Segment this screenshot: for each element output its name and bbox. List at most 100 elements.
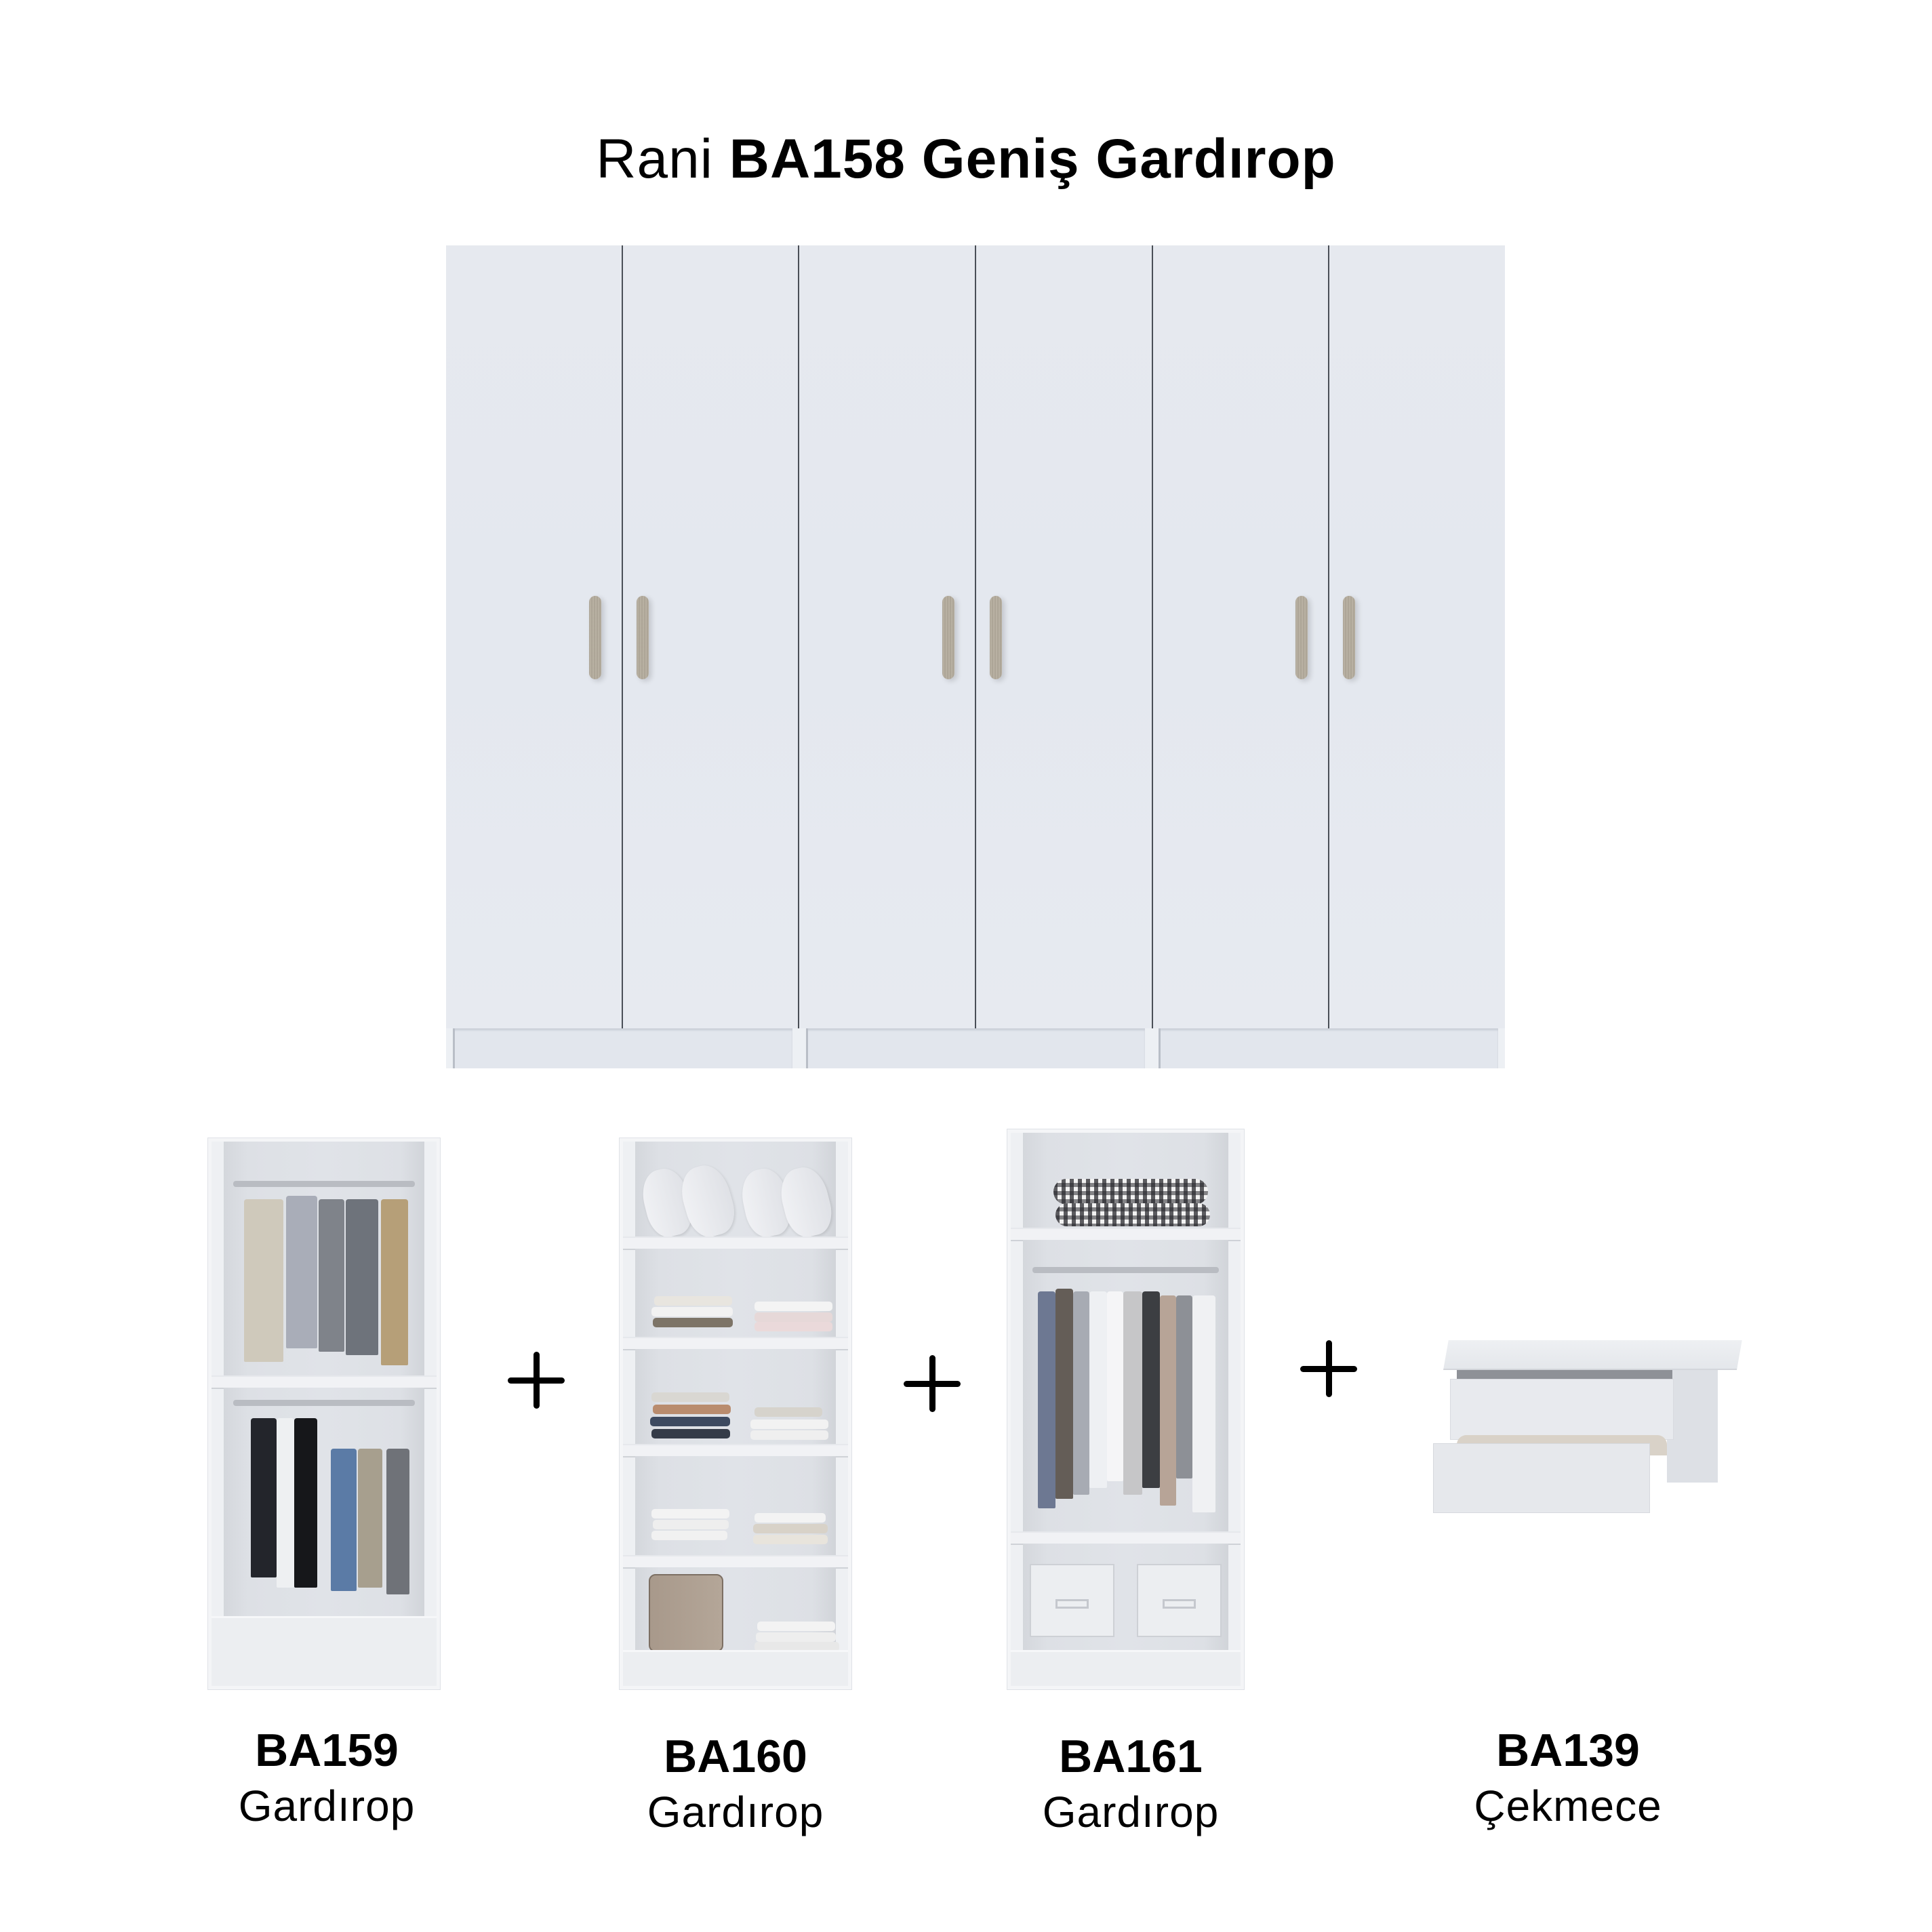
folded-clothes [651, 1509, 729, 1518]
compartment-4 [635, 1456, 836, 1555]
wardrobe-plinth [446, 1028, 1506, 1068]
label-ba159: BA159 Gardırop [191, 1723, 462, 1834]
compartment-2 [635, 1249, 836, 1337]
gingham-pillow [1053, 1179, 1208, 1205]
plinth-segment [799, 1028, 1152, 1068]
compartment-3 [635, 1349, 836, 1444]
garment [1073, 1291, 1089, 1495]
garment [277, 1418, 294, 1588]
storage-box [1030, 1564, 1114, 1637]
folded-clothes [750, 1430, 828, 1440]
bottom-shelf [212, 1616, 437, 1686]
label-ba161: BA161 Gardırop [995, 1729, 1266, 1840]
gingham-pillow [1055, 1203, 1210, 1226]
folded-clothes [754, 1322, 832, 1331]
door-handle-icon [1295, 596, 1308, 679]
garment [1176, 1295, 1192, 1478]
folded-clothes [754, 1407, 822, 1417]
folded-clothes [653, 1405, 731, 1414]
plus-icon [904, 1355, 961, 1412]
folded-clothes [753, 1535, 828, 1544]
wardrobe-door-4 [976, 245, 1153, 1028]
shelf [623, 1444, 848, 1457]
folded-clothes [654, 1296, 732, 1306]
top-compartment [1023, 1133, 1228, 1228]
garment [386, 1449, 409, 1594]
wardrobe-ba158-image [446, 245, 1506, 1068]
folded-clothes [653, 1520, 729, 1529]
garment [1123, 1291, 1142, 1495]
door-handle-icon [1343, 596, 1356, 679]
garment [251, 1418, 277, 1577]
plinth-segment [446, 1028, 799, 1068]
label-ba160: BA160 Gardırop [600, 1729, 871, 1840]
page-title: Rani BA158 Geniş Gardırop [0, 129, 1932, 190]
drawer-unit-top [1443, 1340, 1742, 1370]
product-code: BA160 [664, 1731, 807, 1782]
door-handle-icon [588, 596, 601, 679]
storage-box [1137, 1564, 1222, 1637]
garment [1192, 1295, 1215, 1512]
garment [244, 1199, 283, 1362]
product-code: BA159 [255, 1725, 399, 1776]
shelf [623, 1337, 848, 1350]
wardrobe-door-2 [622, 245, 800, 1028]
door-handle-icon [942, 596, 955, 679]
product-code: BA139 [1496, 1725, 1640, 1776]
garment [346, 1199, 378, 1355]
hanging-rod [233, 1181, 415, 1187]
product-type: Gardırop [238, 1782, 416, 1830]
plus-icon [508, 1352, 565, 1409]
folded-clothes [651, 1531, 727, 1540]
folded-clothes [757, 1622, 835, 1631]
garment [1089, 1291, 1107, 1488]
garment [381, 1199, 408, 1365]
product-type: Gardırop [1042, 1788, 1220, 1836]
door-handle-icon [636, 596, 649, 679]
folded-clothes [754, 1513, 826, 1523]
folded-clothes [754, 1642, 839, 1651]
title-prefix: Rani [596, 128, 713, 190]
door-handle-icon [990, 596, 1003, 679]
wardrobe-door-6 [1329, 245, 1506, 1028]
garment [319, 1199, 344, 1352]
garment [1142, 1291, 1160, 1488]
upper-compartment [224, 1142, 424, 1375]
garment [286, 1196, 317, 1348]
shelf [623, 1236, 848, 1250]
lower-compartment [224, 1388, 424, 1618]
module-ba160-image [620, 1138, 851, 1689]
folded-clothes [750, 1420, 828, 1429]
folded-clothes [756, 1632, 836, 1642]
shelf [623, 1555, 848, 1569]
hanging-rod [233, 1400, 415, 1406]
wardrobe-door-5 [1152, 245, 1330, 1028]
folded-clothes [650, 1417, 730, 1426]
bottom-plinth [1011, 1650, 1241, 1686]
wardrobe-doors [446, 245, 1506, 1028]
product-type: Gardırop [647, 1788, 824, 1836]
garment [1160, 1295, 1176, 1506]
plinth-segment [1152, 1028, 1506, 1068]
storage-bag [649, 1574, 723, 1652]
label-ba139: BA139 Çekmece [1432, 1723, 1704, 1834]
plus-icon [1300, 1340, 1357, 1397]
folded-clothes [651, 1429, 730, 1438]
folded-clothes [754, 1302, 832, 1311]
folded-clothes [653, 1318, 733, 1327]
garment [1107, 1291, 1123, 1481]
folded-clothes [651, 1392, 729, 1402]
shelf [1011, 1228, 1241, 1241]
hanging-rod [1032, 1267, 1219, 1273]
module-ba161-image [1007, 1129, 1244, 1689]
drawer-upper [1450, 1379, 1674, 1440]
drawer-opening [1457, 1367, 1672, 1381]
drawer-lower-open [1433, 1443, 1650, 1513]
folded-clothes [754, 1312, 832, 1322]
garment [1038, 1291, 1055, 1508]
bottom-compartment [1023, 1544, 1228, 1652]
folded-clothes [651, 1307, 733, 1316]
compartment-1 [635, 1142, 837, 1242]
shelf [212, 1375, 437, 1389]
product-code: BA161 [1059, 1731, 1203, 1782]
